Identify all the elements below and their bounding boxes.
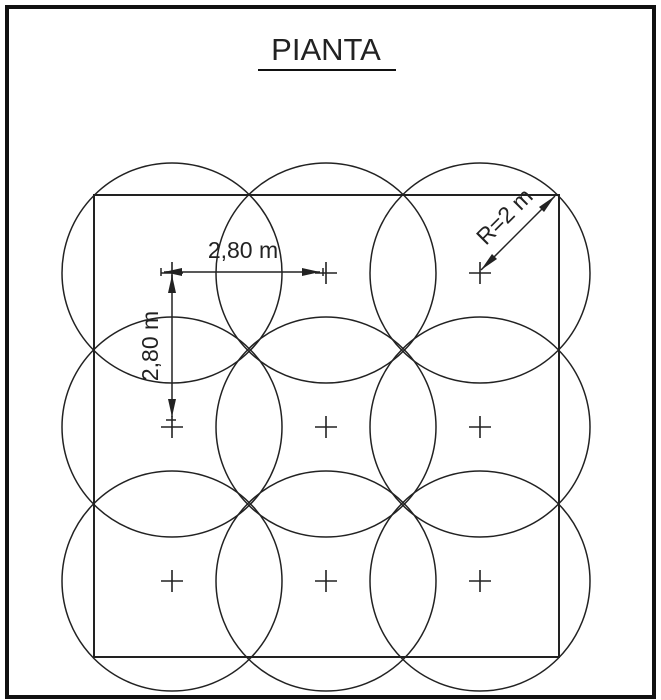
plan-title: PIANTA (271, 32, 381, 67)
center-marks (161, 262, 491, 592)
radius-label: R=2 m (471, 183, 538, 250)
center-cross-r1-c3 (469, 262, 491, 284)
coverage-circle-r2-c3 (369, 316, 591, 538)
coverage-circles (61, 162, 591, 692)
dimension-vertical (166, 271, 176, 421)
coverage-circle-r3-c2 (215, 470, 437, 692)
coverage-circle-r3-c1 (61, 470, 283, 692)
dimension-horizontal-label: 2,80 m (208, 237, 278, 263)
coverage-circle-r2-c2 (215, 316, 437, 538)
center-cross-r3-c3 (469, 570, 491, 592)
dimension-horizontal (160, 268, 324, 276)
radius-dimension (480, 195, 556, 271)
coverage-circle-r3-c3 (369, 470, 591, 692)
coverage-circle-r1-c2 (215, 162, 437, 384)
center-cross-r3-c1 (161, 570, 183, 592)
site-boundary-square (93, 194, 560, 658)
center-cross-r1-c2 (315, 262, 337, 284)
coverage-circle-r1-c3 (369, 162, 591, 384)
dimension-vertical-label: 2,80 m (137, 311, 163, 381)
sheet-border (5, 5, 656, 699)
center-cross-r2-c3 (469, 416, 491, 438)
center-cross-r2-c2 (315, 416, 337, 438)
center-cross-r3-c2 (315, 570, 337, 592)
